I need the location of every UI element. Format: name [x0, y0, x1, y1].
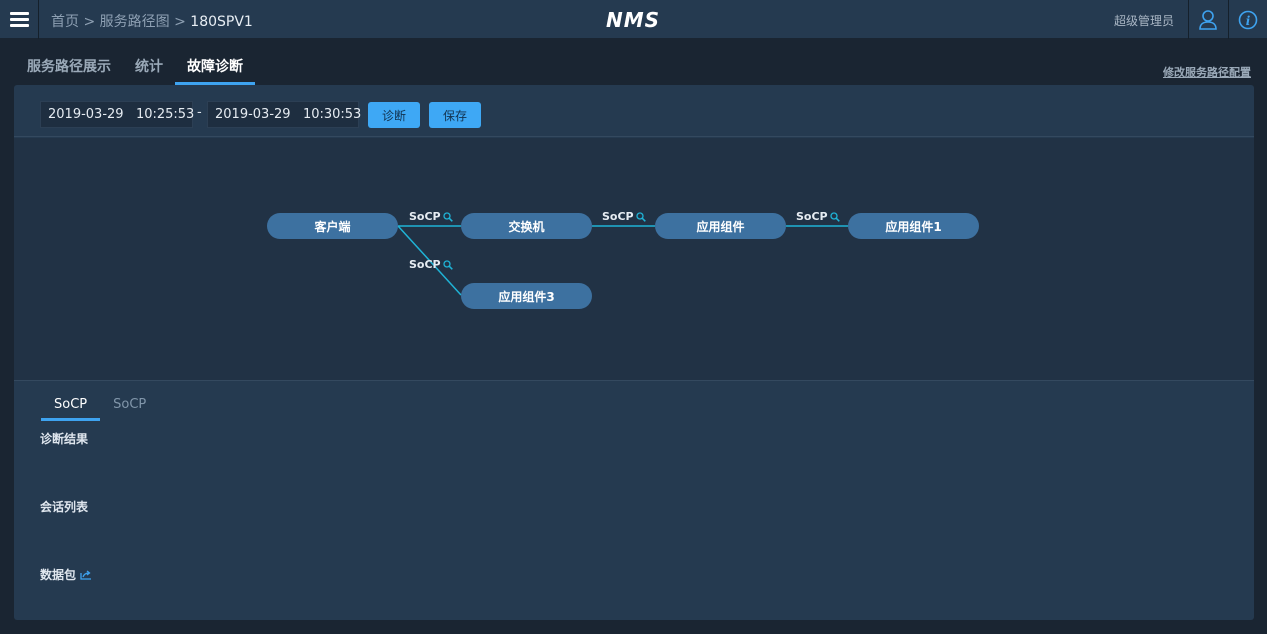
logo: NMS — [606, 8, 661, 32]
search-icon[interactable] — [635, 211, 646, 222]
search-icon[interactable] — [442, 211, 453, 222]
diagnosis-panel: 2019-03-29 10:25:53 - 2019-03-29 10:30:5… — [14, 85, 1254, 620]
top-bar: 首页 > 服务路径图 > 180SPV1 NMS 超级管理员 i — [0, 0, 1267, 39]
breadcrumb-separator: > — [174, 14, 186, 30]
range-dash: - — [197, 105, 202, 120]
svg-text:i: i — [1246, 14, 1251, 28]
node-client[interactable]: 客户端 — [267, 213, 398, 239]
link-protocol: SoCP — [409, 210, 441, 223]
node-app3[interactable]: 应用组件3 — [461, 283, 592, 309]
breadcrumb: 首页 > 服务路径图 > 180SPV1 — [51, 11, 253, 31]
breadcrumb-service-path[interactable]: 服务路径图 — [99, 14, 170, 30]
tab-socp-1[interactable]: SoCP — [41, 397, 101, 421]
topology-canvas: 客户端 交换机 应用组件 应用组件1 应用组件3 SoCP SoCP SoCP … — [14, 138, 1254, 381]
link-label[interactable]: SoCP — [602, 210, 646, 223]
breadcrumb-home[interactable]: 首页 — [51, 14, 79, 30]
main-tabs: 服务路径展示 统计 故障诊断 — [27, 56, 255, 85]
end-time-input[interactable]: 2019-03-29 10:30:53 — [207, 101, 361, 128]
topology-links — [397, 225, 848, 296]
session-list-heading: 会话列表 — [40, 500, 89, 514]
search-icon[interactable] — [442, 259, 453, 270]
node-app1[interactable]: 应用组件1 — [848, 213, 979, 239]
packet-label: 数据包 — [40, 568, 77, 582]
info-icon[interactable]: i — [1228, 0, 1267, 39]
link-protocol: SoCP — [602, 210, 634, 223]
start-time-input[interactable]: 2019-03-29 10:25:53 — [40, 101, 194, 128]
breadcrumb-separator: > — [83, 14, 96, 30]
link-client-app3 — [397, 225, 462, 296]
breadcrumb-current: 180SPV1 — [190, 14, 253, 30]
user-name[interactable]: 超级管理员 — [1114, 14, 1175, 28]
tab-statistics[interactable]: 统计 — [135, 59, 163, 75]
diagnosis-result-heading: 诊断结果 — [40, 432, 89, 446]
node-app[interactable]: 应用组件 — [655, 213, 786, 239]
user-icon[interactable] — [1188, 0, 1227, 39]
protocol-tabs: SoCP SoCP — [41, 397, 159, 421]
save-button[interactable]: 保存 — [429, 102, 481, 128]
tab-fault-diagnosis[interactable]: 故障诊断 — [175, 56, 255, 85]
diagnose-button[interactable]: 诊断 — [368, 102, 420, 128]
link-label[interactable]: SoCP — [409, 210, 453, 223]
menu-icon[interactable] — [0, 0, 39, 39]
search-icon[interactable] — [829, 211, 840, 222]
link-protocol: SoCP — [409, 258, 441, 271]
link-label[interactable]: SoCP — [409, 258, 453, 271]
link-protocol: SoCP — [796, 210, 828, 223]
export-icon[interactable] — [80, 569, 92, 580]
toolbar: 2019-03-29 10:25:53 - 2019-03-29 10:30:5… — [14, 85, 1254, 137]
link-label[interactable]: SoCP — [796, 210, 840, 223]
tab-socp-2[interactable]: SoCP — [113, 397, 147, 412]
node-switch[interactable]: 交换机 — [461, 213, 592, 239]
edit-service-path-link[interactable]: 修改服务路径配置 — [1163, 66, 1251, 79]
tab-service-path[interactable]: 服务路径展示 — [27, 59, 111, 75]
packet-heading: 数据包 — [40, 566, 92, 583]
